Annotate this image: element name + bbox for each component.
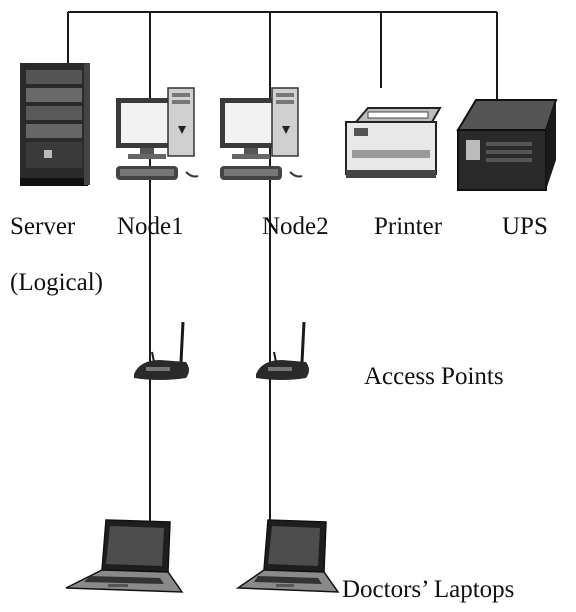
laptop-2-icon bbox=[235, 519, 340, 593]
ups-icon bbox=[456, 99, 558, 191]
node1-computer-icon bbox=[116, 87, 199, 180]
access-point-2-icon bbox=[256, 321, 309, 380]
ups-label: UPS bbox=[502, 213, 548, 240]
node2-label: Node2 bbox=[262, 213, 329, 240]
node1-label: Node1 bbox=[117, 213, 184, 240]
node2-computer-icon bbox=[220, 87, 303, 180]
node1-tower bbox=[167, 87, 195, 157]
printer-label: Printer bbox=[374, 213, 443, 240]
server-icon bbox=[20, 63, 90, 186]
node2-tower bbox=[271, 87, 299, 157]
laptop-1-icon bbox=[65, 519, 184, 593]
server-sublabel: (Logical) bbox=[10, 269, 104, 296]
access-point-1-icon bbox=[134, 321, 189, 380]
doctors-laptops-label: Doctors’ Laptops bbox=[342, 576, 515, 603]
server-label: Server bbox=[10, 213, 76, 240]
access-points-label: Access Points bbox=[364, 363, 504, 390]
printer-icon bbox=[345, 107, 442, 178]
